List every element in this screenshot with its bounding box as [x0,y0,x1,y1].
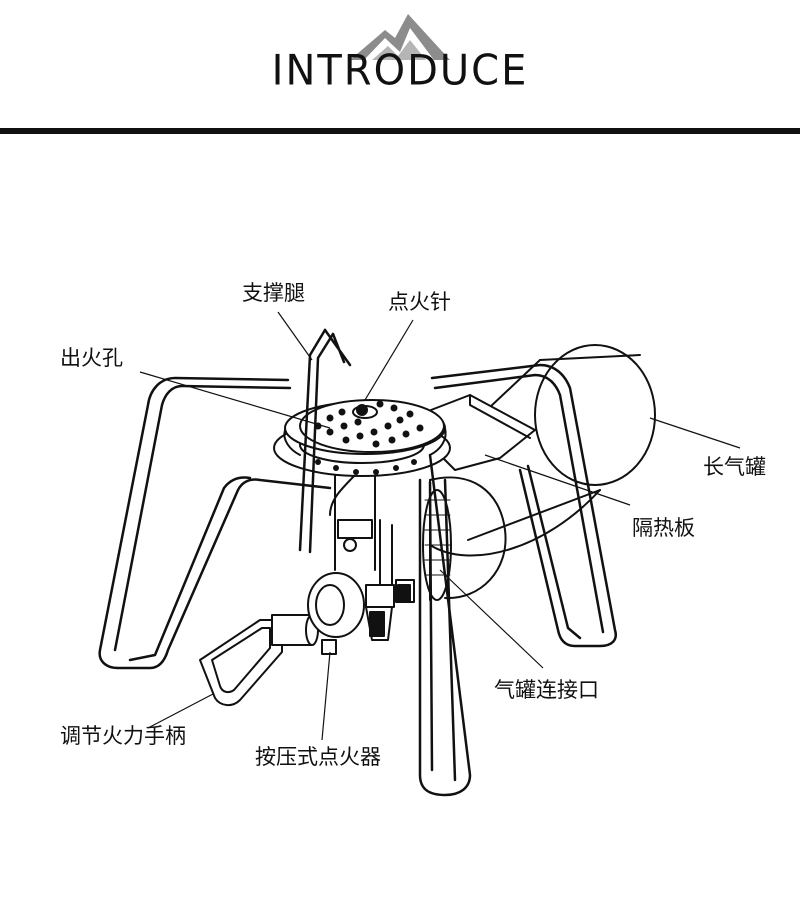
leader-long-gas-canister [649,417,741,449]
leader-heat-shield [484,454,631,506]
mountain-icon [350,14,450,60]
leader-flame-adjust-handle [147,693,214,729]
label-flame-adjust-handle: 调节火力手柄 [60,724,186,748]
leader-lines [139,311,741,741]
leader-canister-connector [439,569,544,669]
label-ignition-needle: 点火针 [388,290,451,314]
leader-piezo-igniter [321,651,331,741]
leader-fire-holes [139,371,331,429]
flame-adjust-handle-illustration [199,572,365,706]
label-support-leg: 支撑腿 [242,281,305,305]
header-divider [0,128,800,134]
label-long-gas-canister: 长气罐 [703,455,766,479]
label-heat-shield: 隔热板 [632,516,695,540]
valve-column-illustration [329,464,376,571]
support-legs-illustration [98,328,617,797]
label-piezo-igniter: 按压式点火器 [255,745,381,769]
piezo-igniter-illustration [321,519,415,655]
leader-support-leg [277,311,313,361]
label-canister-connector: 气罐连接口 [494,678,599,702]
label-fire-holes: 出火孔 [60,346,123,370]
leader-ignition-needle [364,319,414,401]
page-title: INTRODUCE [271,46,529,96]
header: INTRODUCE [0,0,800,135]
fire-holes-illustration [314,400,424,475]
